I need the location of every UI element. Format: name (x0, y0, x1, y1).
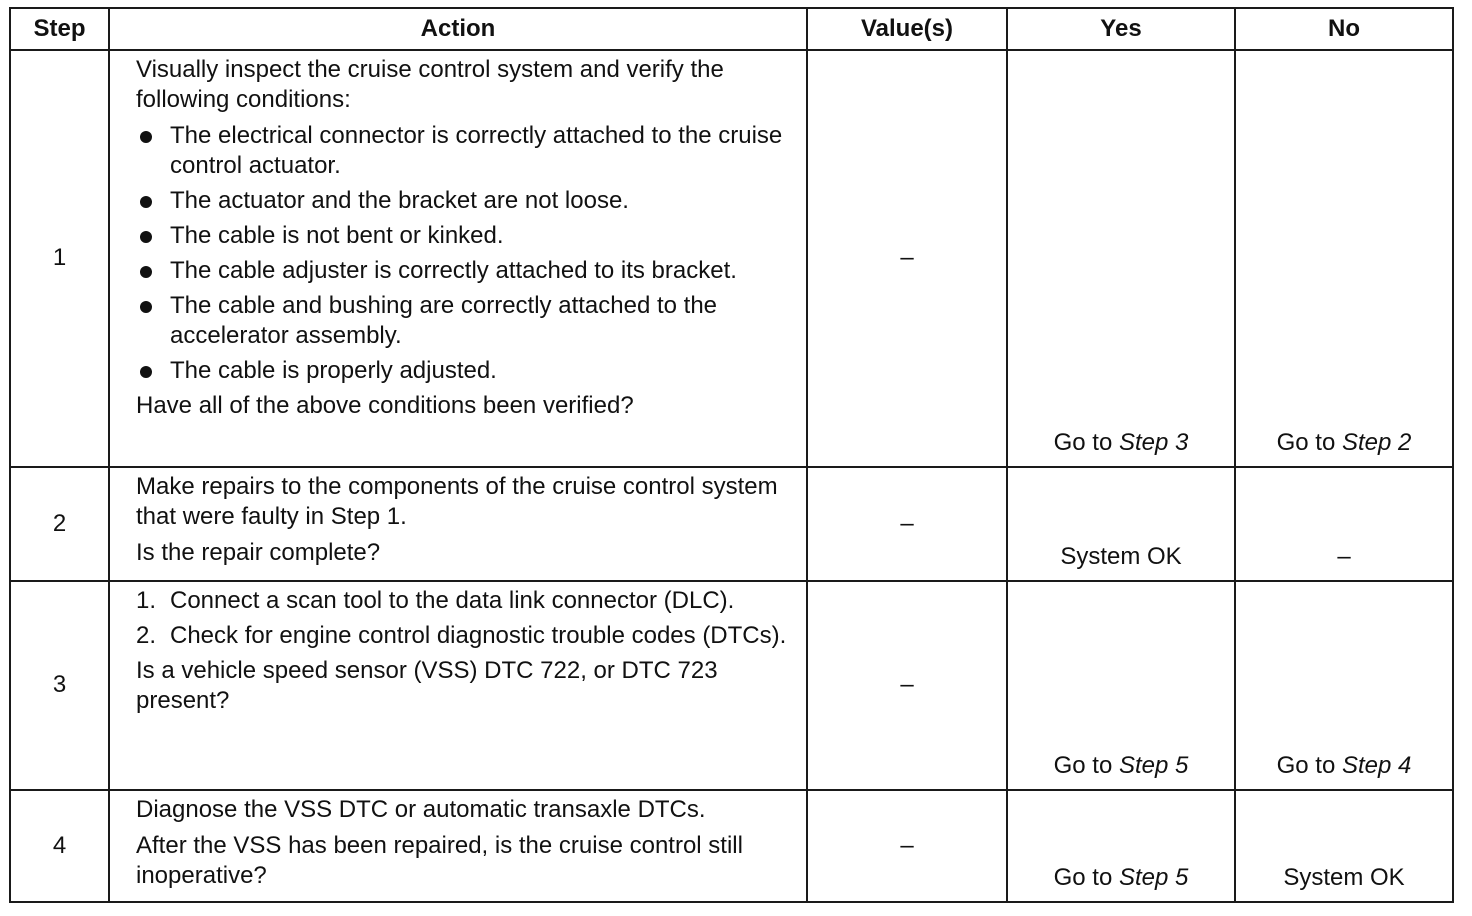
no-cell: Go to Step 4 (1234, 580, 1454, 791)
action-intro: Visually inspect the cruise control syst… (136, 56, 724, 113)
no-step-ref: Step 4 (1341, 751, 1412, 779)
yes-prefix: Go to (1053, 428, 1119, 456)
action-cell: Visually inspect the cruise control syst… (108, 49, 808, 468)
list-item: 1. Connect a scan tool to the data link c… (136, 586, 796, 616)
action-question: Is a vehicle speed sensor (VSS) DTC 722,… (136, 657, 718, 715)
action-question: Is the repair complete? (136, 538, 381, 566)
list-item: The cable is not bent or kinked. (136, 221, 796, 251)
action-cell: Make repairs to the components of the cr… (108, 465, 808, 583)
value-cell: – (806, 49, 1008, 468)
action-question: After the VSS has been repaired, is the … (136, 831, 743, 889)
no-prefix: Go to (1276, 751, 1342, 779)
condition-list: The electrical connector is correctly at… (136, 121, 796, 386)
yes-step-ref: Step 5 (1118, 751, 1189, 779)
diagnostic-table: Step Action Value(s) Yes No 1 Visually i… (9, 7, 1454, 904)
header-step: Step (9, 7, 110, 51)
header-no: No (1234, 7, 1454, 51)
table-row: 4 Diagnose the VSS DTC or automatic tran… (9, 788, 1454, 904)
table-row: 3 1. Connect a scan tool to the data link… (9, 580, 1454, 791)
action-cell: Diagnose the VSS DTC or automatic transa… (108, 788, 808, 904)
list-item: The cable is properly adjusted. (136, 356, 796, 386)
yes-cell: System OK (1006, 465, 1236, 583)
step-number: 4 (9, 788, 110, 904)
procedure-list: 1. Connect a scan tool to the data link c… (136, 586, 796, 651)
no-cell: Go to Step 2 (1234, 49, 1454, 468)
table-row: 1 Visually inspect the cruise control sy… (9, 49, 1454, 468)
header-yes: Yes (1006, 7, 1236, 51)
item-text: Check for engine control diagnostic trou… (170, 622, 787, 650)
header-values: Value(s) (806, 7, 1008, 51)
header-action: Action (108, 7, 808, 51)
table-row: 2 Make repairs to the components of the … (9, 465, 1454, 583)
yes-step-ref: Step 5 (1118, 864, 1189, 891)
step-number: 1 (9, 49, 110, 468)
action-intro: Diagnose the VSS DTC or automatic transa… (136, 795, 706, 823)
no-cell: – (1234, 465, 1454, 583)
no-step-ref: Step 2 (1341, 428, 1412, 456)
yes-prefix: Go to (1053, 751, 1119, 779)
list-item: The electrical connector is correctly at… (136, 121, 796, 181)
yes-step-ref: Step 3 (1118, 428, 1189, 456)
item-text: Connect a scan tool to the data link con… (170, 587, 735, 615)
list-item: 2. Check for engine control diagnostic tr… (136, 621, 796, 651)
value-cell: – (806, 580, 1008, 791)
value-cell: – (806, 788, 1008, 904)
item-number: 2. (136, 622, 157, 650)
no-cell: System OK (1234, 788, 1454, 904)
yes-cell: Go to Step 3 (1006, 49, 1236, 468)
step-number: 3 (9, 580, 110, 791)
yes-prefix: Go to (1053, 864, 1119, 891)
header-row: Step Action Value(s) Yes No (9, 7, 1454, 51)
value-cell: – (806, 465, 1008, 583)
item-number: 1. (136, 587, 157, 615)
yes-cell: Go to Step 5 (1006, 580, 1236, 791)
list-item: The actuator and the bracket are not loo… (136, 186, 796, 216)
action-intro: Make repairs to the components of the cr… (136, 472, 778, 530)
yes-cell: Go to Step 5 (1006, 788, 1236, 904)
list-item: The cable and bushing are correctly atta… (136, 291, 796, 351)
action-question: Have all of the above conditions been ve… (136, 392, 634, 419)
action-cell: 1. Connect a scan tool to the data link c… (108, 580, 808, 791)
step-number: 2 (9, 465, 110, 583)
list-item: The cable adjuster is correctly attached… (136, 256, 796, 286)
no-prefix: Go to (1276, 428, 1342, 456)
